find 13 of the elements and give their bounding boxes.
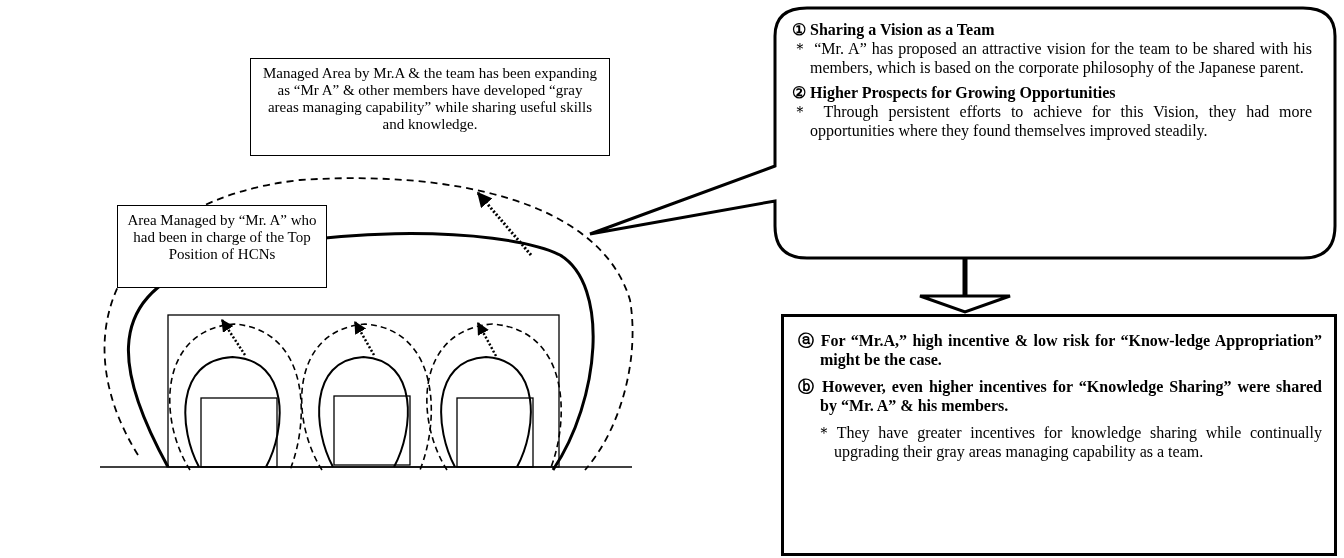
- body-text: Area Managed by “Mr. A” who had been in charge of the Top Position of HCNs: [126, 212, 318, 263]
- body-text: ＊They have greater incentives for knowledge sharing while continually upgrading their gray areas managing capability as a team.: [815, 423, 1322, 461]
- description-box: [117, 205, 327, 288]
- heading-text: ② Higher Prospects for Growing Opportunities: [792, 83, 1117, 102]
- body-text: ＊ Through persistent efforts to achieve for this Vision, they had more opportunities where they found themselves improved steadily.: [792, 102, 1312, 140]
- heading-text: ⓐ For “Mr.A,” high incentive & low risk for “Know-ledge Appropriation” might be the case.: [798, 331, 1322, 369]
- body-text: Managed Area by Mr.A & the team has been expanding as “Mr A” & other members have developed “gray areas managing capability” while sharing useful skills and knowledge.: [261, 65, 599, 133]
- conclusion-box: [781, 314, 1337, 556]
- description-box: [250, 58, 610, 156]
- heading-text: ⓑ However, even higher incentives for “Knowledge Sharing” were shared by “Mr. A” & his members.: [798, 377, 1322, 415]
- block-arrow: [918, 258, 1012, 314]
- body-text: ＊ “Mr. A” has proposed an attractive vision for the team to be shared with his members, which is based on the corporate philosophy of the Japanese parent.: [792, 39, 1312, 77]
- heading-text: ① Sharing a Vision as a Team: [792, 20, 996, 39]
